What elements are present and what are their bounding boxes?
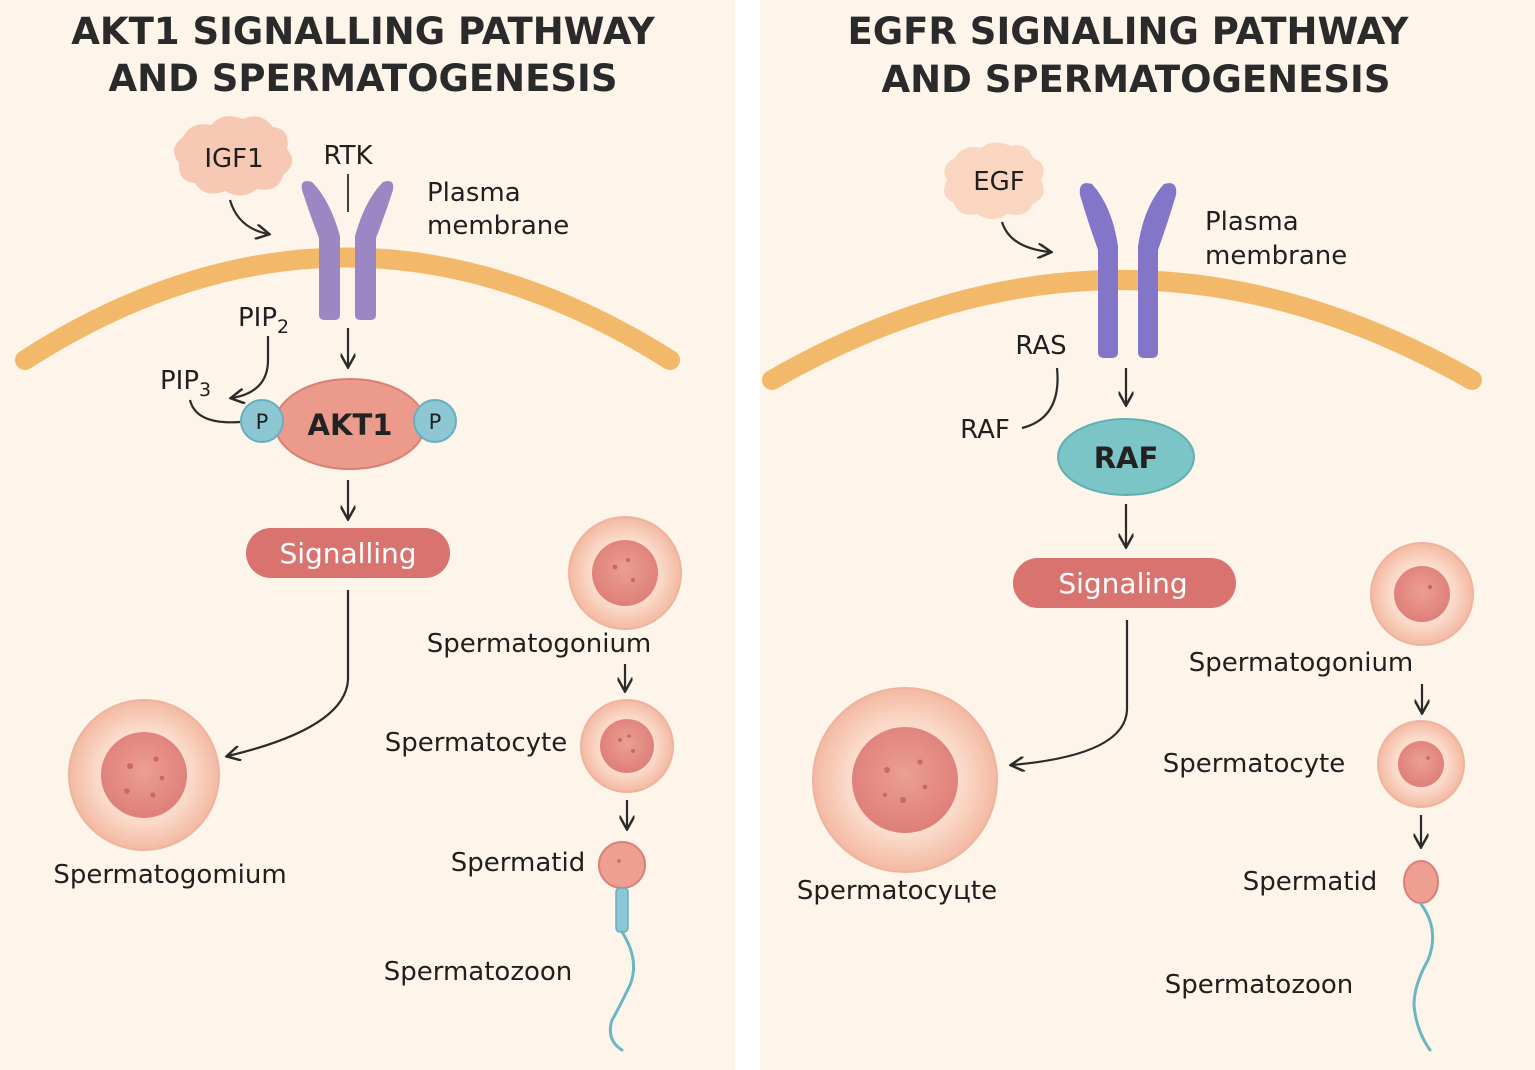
phospho-label-left-2: P [429, 410, 442, 434]
stage-right-1-label: Spermatogonium [1189, 648, 1414, 678]
pip2-to-pip3-arrow [232, 336, 270, 398]
plasma-membrane-left [15, 247, 680, 370]
signaling-to-cell-arrow [1012, 620, 1129, 765]
stage-right-3-label: Spermatid [1243, 867, 1377, 897]
big-cell-right-label: Spermatocyцte [797, 876, 997, 906]
pip3-to-p-line [188, 399, 241, 424]
stage-left-4-label: Spermatozoon [384, 957, 573, 987]
rtk-receptor [301, 181, 394, 320]
stage-left-1-label: Spermatogonium [427, 629, 652, 659]
akt1-title-line2: AND SPERMATOGENESIS [109, 57, 618, 100]
stage-right-4-label: Spermatozoon [1165, 970, 1354, 1000]
big-cell-left-label: Spermatogomium [53, 860, 286, 890]
egfr-receptor [1079, 183, 1177, 358]
membrane-label-right-2: membrane [1205, 241, 1347, 271]
stage-spermatogonium-right [1370, 542, 1474, 646]
big-cell-left [68, 699, 220, 851]
stage-spermatocyte-right [1377, 720, 1465, 808]
membrane-label-right-1: Plasma [1205, 207, 1299, 237]
stage-left-2-label: Spermatocyte [385, 728, 567, 758]
signaling-label: Signaling [1058, 567, 1187, 600]
egfr-panel: EGFR SIGNALING PATHWAY AND SPERMATOGENES… [762, 10, 1482, 1052]
ras-label: RAS [1015, 331, 1066, 361]
raf-node [1057, 418, 1195, 496]
stage-left-3-label: Spermatid [451, 848, 585, 878]
membrane-label-left-2: membrane [427, 211, 569, 241]
signalling-label: Signalling [279, 537, 416, 570]
akt1-title-line1: AKT1 SIGNALLING PATHWAY [71, 10, 656, 53]
signalling-box [246, 528, 450, 578]
stage-spermatozoon-left [608, 887, 636, 1052]
stage-spermatid-left [598, 841, 646, 889]
igf1-label: IGF1 [204, 144, 263, 174]
egf-label: EGF [973, 167, 1025, 197]
big-cell-right [812, 687, 998, 873]
signalling-to-cell-arrow [228, 590, 350, 756]
stage-spermatid-right [1403, 860, 1439, 904]
pip2-label: PIP2 [238, 303, 289, 338]
egfr-title-line2: AND SPERMATOGENESIS [882, 58, 1391, 101]
igf1-arrow [228, 199, 268, 234]
phospho-left-1 [240, 399, 284, 443]
egf-ligand-cloud [944, 142, 1044, 219]
signaling-box [1013, 558, 1236, 608]
pip3-label: PIP3 [160, 366, 211, 401]
raf-text-label: RAF [960, 415, 1010, 445]
plasma-membrane-right [762, 270, 1482, 390]
egf-arrow [1000, 221, 1050, 252]
membrane-label-left-1: Plasma [427, 178, 521, 208]
phospho-left-2 [413, 399, 457, 443]
stage-spermatozoon-right [1412, 902, 1435, 1052]
stage-spermatocyte-left [580, 699, 674, 793]
akt1-label: AKT1 [308, 408, 393, 442]
akt1-panel: AKT1 SIGNALLING PATHWAY AND SPERMATOGENE… [15, 10, 682, 1052]
raf-node-label: RAF [1094, 441, 1159, 475]
stage-right-2-label: Spermatocyte [1163, 749, 1345, 779]
rtk-label: RTK [323, 141, 373, 171]
phospho-label-left-1: P [256, 410, 269, 434]
egfr-title-line1: EGFR SIGNALING PATHWAY [848, 10, 1410, 53]
stage-spermatogonium-left [568, 516, 682, 630]
igf1-ligand-cloud [173, 116, 293, 196]
ras-to-raf-line [1021, 367, 1059, 430]
